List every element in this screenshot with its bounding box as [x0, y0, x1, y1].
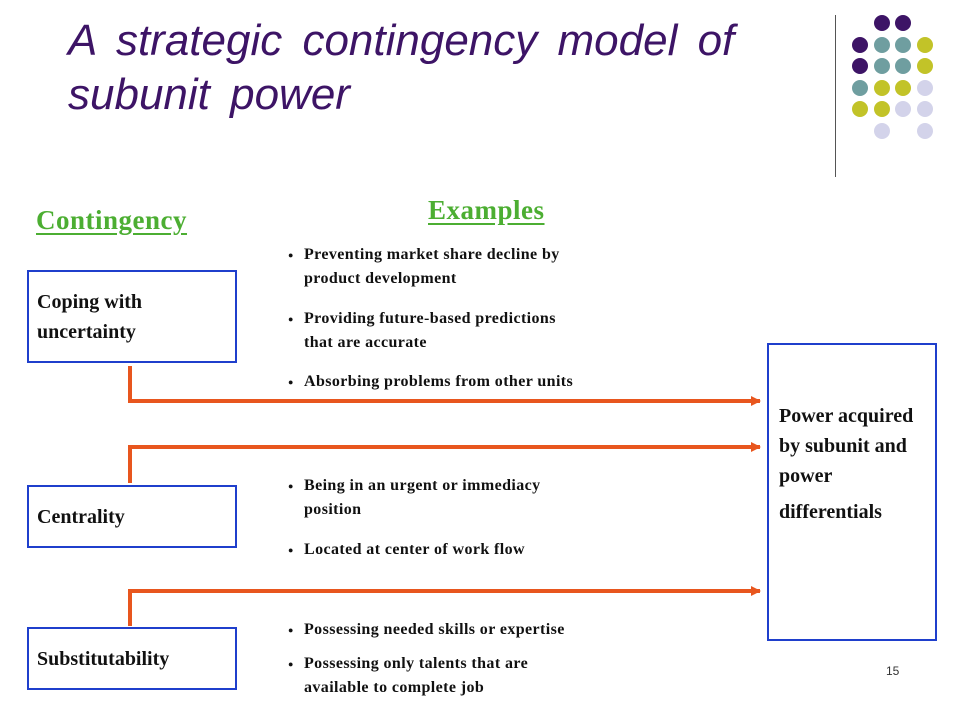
example-item: ●Providing future-based predictions that… [288, 307, 556, 355]
page-number: 15 [886, 664, 900, 678]
decorative-dot [916, 79, 933, 96]
decorative-dot [895, 58, 911, 74]
decorative-dot [895, 36, 911, 53]
outcome-label: Power acquired by subunit and power [779, 405, 914, 487]
decorative-dot [873, 79, 890, 96]
decorative-dot [852, 79, 868, 96]
decorative-dot [873, 36, 890, 53]
arrow-uncertainty-to-power [128, 366, 761, 406]
decorative-dot [873, 58, 890, 74]
decorative-dot [916, 36, 933, 53]
slide-title: A strategic contingency model of subunit… [68, 16, 735, 119]
decorative-dot [873, 122, 890, 139]
decorative-dot [895, 101, 911, 117]
contingency-label: uncertainty [37, 320, 136, 343]
decorative-dot [916, 122, 933, 139]
example-item: ●Being in an urgent or immediacy positio… [288, 474, 541, 522]
decorative-dot [895, 15, 911, 31]
contingency-label: Substitutability [37, 647, 170, 670]
examples-heading: Examples [428, 195, 545, 225]
outcome-label: differentials [779, 501, 882, 523]
decorative-dot [916, 58, 933, 74]
outcome-box-power: Power acquired by subunit and power diff… [767, 343, 937, 641]
decorative-dot [852, 58, 868, 74]
contingency-heading: Contingency [36, 205, 188, 235]
decorative-dot [895, 79, 911, 96]
example-item: ●Preventing market share decline by prod… [288, 243, 560, 291]
example-item: ●Possessing needed skills or expertise [288, 618, 565, 642]
contingency-label: Coping with [37, 290, 143, 313]
arrow-centrality-to-power [128, 442, 761, 483]
bullet-icon: ● [288, 250, 294, 261]
contingency-label: Centrality [37, 505, 125, 528]
title-divider-line [835, 15, 836, 177]
decorative-dot [852, 101, 868, 117]
decorative-dot [916, 101, 933, 117]
example-item: ●Absorbing problems from other units [288, 370, 573, 394]
example-item: ●Possessing only talents that are availa… [288, 652, 528, 700]
contingency-box-uncertainty: Coping with uncertainty [27, 270, 237, 363]
bullet-icon: ● [288, 481, 294, 492]
example-item: ●Located at center of work flow [288, 538, 525, 562]
bullet-icon: ● [288, 377, 294, 388]
contingency-box-centrality: Centrality [27, 485, 237, 548]
bullet-icon: ● [288, 314, 294, 325]
bullet-icon: ● [288, 545, 294, 556]
decorative-dot [852, 36, 868, 53]
decorative-dot [873, 15, 890, 31]
bullet-icon: ● [288, 625, 294, 636]
bullet-icon: ● [288, 659, 294, 670]
decorative-dot [873, 101, 890, 117]
contingency-box-substitutability: Substitutability [27, 627, 237, 690]
arrow-substitutability-to-power [128, 586, 761, 626]
